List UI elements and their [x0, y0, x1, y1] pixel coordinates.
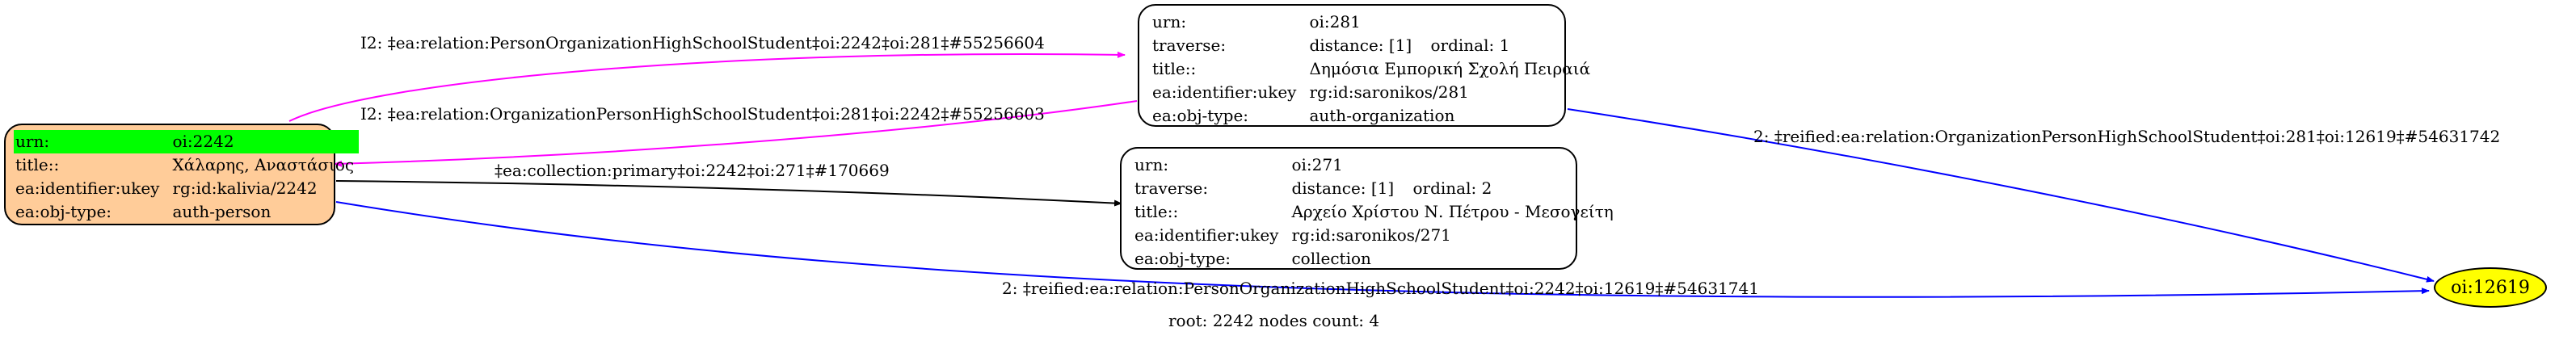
node-person-title-value: Χάλαρης, Αναστάσιος [172, 155, 355, 174]
node-organization-ordinal: ordinal: 1 [1430, 36, 1510, 55]
node-collection-urn-key: urn: [1134, 155, 1169, 174]
node-person-type-row: ea:obj-type: auth-person [14, 200, 359, 224]
edge-label-person-to-org: I2: ‡ea:relation:PersonOrganizationHighS… [360, 33, 1045, 52]
node-organization-type-value: auth-organization [1309, 106, 1455, 125]
node-organization-ukey-key: ea:identifier:ukey [1152, 82, 1297, 102]
node-person-urn-value: oi:2242 [170, 130, 360, 153]
node-collection-type-key: ea:obj-type: [1134, 249, 1231, 268]
node-organization-urn-key: urn: [1152, 12, 1187, 31]
node-person-title-key: title:: [15, 155, 60, 174]
node-person-table: urn: oi:2242 title:: Χάλαρης, Αναστάσιος… [14, 130, 360, 224]
node-organization-title-key: title:: [1152, 59, 1197, 78]
node-target[interactable]: oi:12619 [2434, 267, 2547, 308]
node-organization-traverse-row: traverse: distance: [1] ordinal: 1 [1151, 34, 1595, 57]
node-collection-title-key: title:: [1134, 202, 1179, 221]
edge-org-to-person [334, 100, 1138, 167]
node-person-title-row: title:: Χάλαρης, Αναστάσιος [14, 153, 359, 177]
node-organization-urn-row: urn: oi:281 [1151, 10, 1595, 34]
node-collection-ordinal: ordinal: 2 [1412, 178, 1492, 198]
node-person-type-value: auth-person [172, 202, 271, 221]
edge-label-org-to-person: I2: ‡ea:relation:OrganizationPersonHighS… [360, 104, 1045, 124]
edge-person-to-org [288, 51, 1126, 122]
edge-label-person-to-collection: ‡ea:collection:primary‡oi:2242‡oi:271‡#1… [495, 161, 890, 180]
node-person-ukey-row: ea:identifier:ukey rg:id:kalivia/2242 [14, 177, 359, 200]
node-collection-ukey-key: ea:identifier:ukey [1134, 225, 1279, 245]
node-person-ukey-value: rg:id:kalivia/2242 [172, 178, 318, 198]
node-organization-ukey-row: ea:identifier:ukey rg:id:saronikos/281 [1151, 81, 1595, 104]
edge-label-person-to-target: 2: ‡reified:ea:relation:PersonOrganizati… [1002, 279, 1759, 298]
node-person-type-key: ea:obj-type: [15, 202, 112, 221]
node-collection-traverse-row: traverse: distance: [1] ordinal: 2 [1133, 177, 1618, 200]
edge-label-org-to-target: 2: ‡reified:ea:relation:OrganizationPers… [1753, 127, 2500, 146]
node-person-urn-row: urn: oi:2242 [14, 130, 360, 153]
node-collection-title-row: title:: Αρχείο Χρίστου Ν. Πέτρου - Μεσογ… [1133, 200, 1618, 224]
node-organization-ukey-value: rg:id:saronikos/281 [1309, 82, 1469, 102]
node-organization-type-row: ea:obj-type: auth-organization [1151, 104, 1595, 128]
node-collection[interactable]: urn: oi:271 traverse: distance: [1] ordin… [1120, 147, 1614, 270]
edge-person-to-target [335, 201, 2430, 298]
node-organization-urn-value: oi:281 [1309, 12, 1361, 31]
node-collection-distance: distance: [1] [1291, 178, 1395, 198]
node-collection-ukey-value: rg:id:saronikos/271 [1291, 225, 1451, 245]
node-collection-type-row: ea:obj-type: collection [1133, 247, 1618, 271]
edge-org-to-target [1567, 108, 2435, 283]
node-collection-urn-value: oi:271 [1291, 155, 1343, 174]
node-person-ukey-key: ea:identifier:ukey [15, 178, 160, 198]
node-target-label: oi:12619 [2451, 277, 2530, 298]
node-organization[interactable]: urn: oi:281 traverse: distance: [1] ordin… [1138, 4, 1590, 127]
node-person[interactable]: urn: oi:2242 title:: Χάλαρης, Αναστάσιος… [4, 124, 360, 225]
node-person-urn-key: urn: [14, 130, 171, 153]
node-organization-title-row: title:: Δημόσια Εμπορική Σχολή Πειραιά [1151, 57, 1595, 81]
node-collection-ukey-row: ea:identifier:ukey rg:id:saronikos/271 [1133, 224, 1618, 247]
node-collection-traverse-key: traverse: [1134, 178, 1209, 198]
node-organization-type-key: ea:obj-type: [1152, 106, 1249, 125]
node-organization-distance: distance: [1] [1309, 36, 1412, 55]
node-organization-traverse-key: traverse: [1152, 36, 1227, 55]
node-organization-title-value: Δημόσια Εμπορική Σχολή Πειραιά [1309, 59, 1591, 78]
node-organization-table: urn: oi:281 traverse: distance: [1] ordin… [1151, 10, 1595, 128]
node-collection-urn-row: urn: oi:271 [1133, 153, 1618, 177]
edge-person-to-collection [335, 180, 1122, 207]
node-collection-title-value: Αρχείο Χρίστου Ν. Πέτρου - Μεσογείτη [1291, 202, 1614, 221]
node-collection-traverse-value: distance: [1] ordinal: 2 [1290, 177, 1618, 200]
node-collection-table: urn: oi:271 traverse: distance: [1] ordin… [1133, 153, 1618, 271]
node-organization-traverse-value: distance: [1] ordinal: 1 [1307, 34, 1595, 57]
graph-footer: root: 2242 nodes count: 4 [1168, 311, 1379, 330]
node-collection-type-value: collection [1291, 249, 1371, 268]
